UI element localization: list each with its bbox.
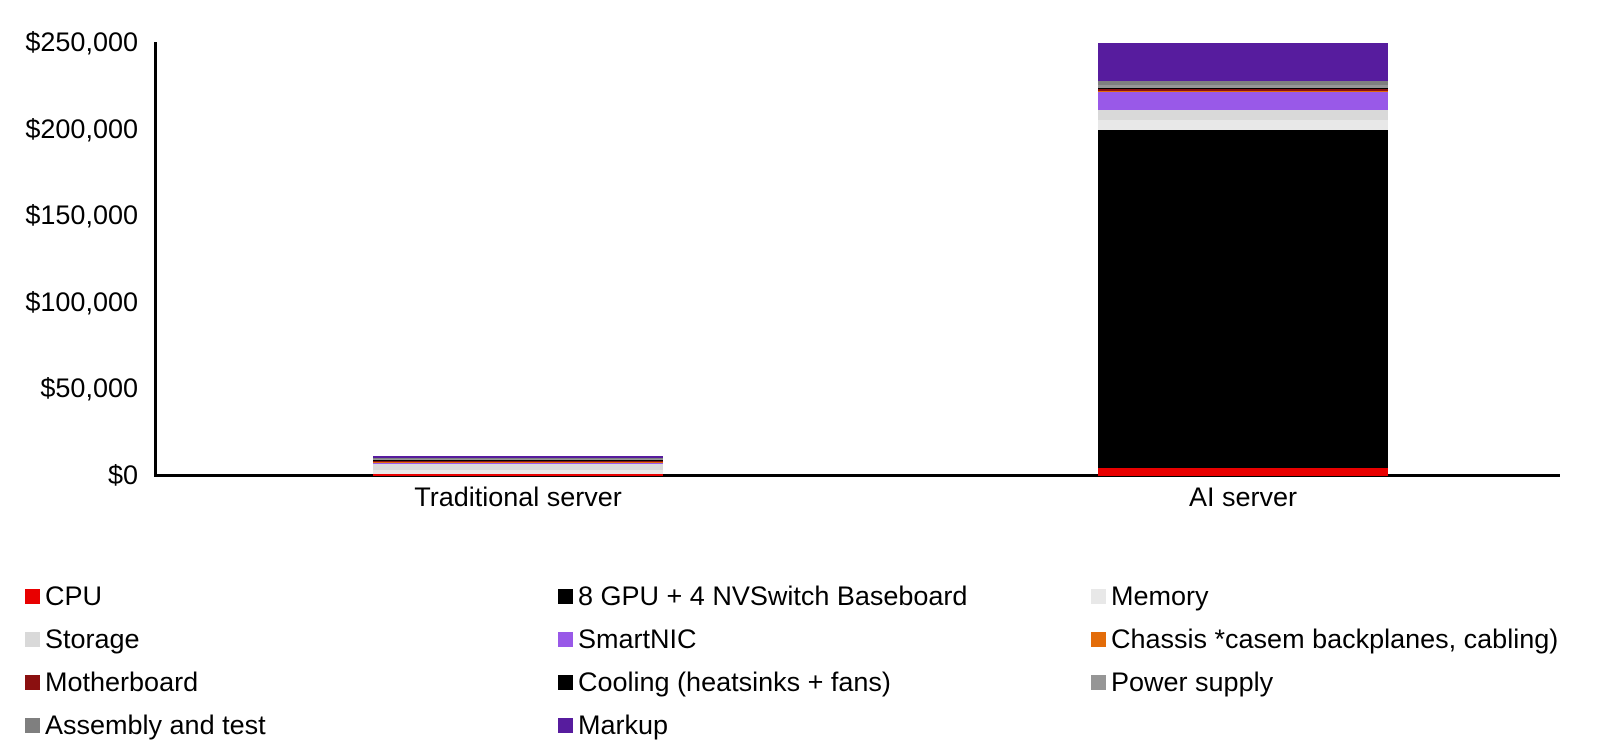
legend-label: 8 GPU + 4 NVSwitch Baseboard (578, 581, 968, 611)
legend-item: Cooling (heatsinks + fans) (558, 669, 891, 696)
bar-segment (373, 469, 663, 474)
y-tick-label: $200,000 (25, 113, 138, 144)
bar-segment (1098, 81, 1388, 86)
legend-swatch (25, 675, 40, 690)
bar-segment (1098, 130, 1388, 469)
legend-item: Chassis *casem backplanes, cabling) (1091, 626, 1558, 653)
legend-swatch (558, 632, 573, 647)
legend-label: Chassis *casem backplanes, cabling) (1111, 624, 1559, 654)
category-label: Traditional server (414, 482, 622, 512)
legend-item: SmartNIC (558, 626, 697, 653)
y-tick-label: $150,000 (25, 200, 138, 231)
bar-segment (373, 460, 663, 461)
bar-segment (1098, 92, 1388, 111)
bar-segment (373, 464, 663, 470)
bar-segment (1098, 110, 1388, 120)
legend-item: Assembly and test (25, 712, 266, 739)
bar-segment (1098, 43, 1388, 82)
legend-label: Memory (1111, 581, 1209, 611)
legend-swatch (1091, 675, 1106, 690)
y-tick-label: $0 (107, 459, 138, 490)
legend-label: Assembly and test (45, 710, 266, 740)
legend-swatch (1091, 589, 1106, 604)
legend-item: CPU (25, 583, 102, 610)
bar-segment (373, 460, 663, 462)
legend-item: 8 GPU + 4 NVSwitch Baseboard (558, 583, 967, 610)
category-label: AI server (1188, 482, 1298, 512)
legend-label: Markup (578, 710, 669, 740)
legend-label: CPU (45, 581, 103, 611)
legend-swatch (1091, 632, 1106, 647)
legend-swatch (25, 632, 40, 647)
legend-swatch (558, 718, 573, 733)
bar-segment (1098, 90, 1388, 93)
bar-segment (1098, 88, 1388, 91)
legend-label: Motherboard (45, 667, 199, 697)
bar-segment (1098, 87, 1388, 89)
bar-segment (373, 456, 663, 459)
x-axis-line (154, 474, 1560, 477)
bar-segment (373, 459, 663, 461)
y-tick-label: $100,000 (25, 286, 138, 317)
legend-label: SmartNIC (578, 624, 697, 654)
legend-swatch (25, 718, 40, 733)
y-tick-label: $250,000 (25, 26, 138, 57)
legend-label: Power supply (1111, 667, 1274, 697)
legend-item: Power supply (1091, 669, 1273, 696)
legend-swatch (558, 675, 573, 690)
legend-item: Motherboard (25, 669, 198, 696)
bar-segment (373, 462, 663, 465)
legend-label: Cooling (heatsinks + fans) (578, 667, 891, 697)
bar-segment (373, 473, 663, 476)
legend-item: Storage (25, 626, 140, 653)
legend-item: Memory (1091, 583, 1209, 610)
legend-swatch (558, 589, 573, 604)
bar-segment (1098, 85, 1388, 88)
bar-segment (1098, 468, 1388, 476)
y-axis-line (154, 42, 157, 477)
y-tick-label: $50,000 (40, 373, 138, 404)
legend-item: Markup (558, 712, 668, 739)
legend-swatch (25, 589, 40, 604)
bar-segment (373, 458, 663, 460)
bar-segment (1098, 119, 1388, 131)
legend-label: Storage (45, 624, 140, 654)
